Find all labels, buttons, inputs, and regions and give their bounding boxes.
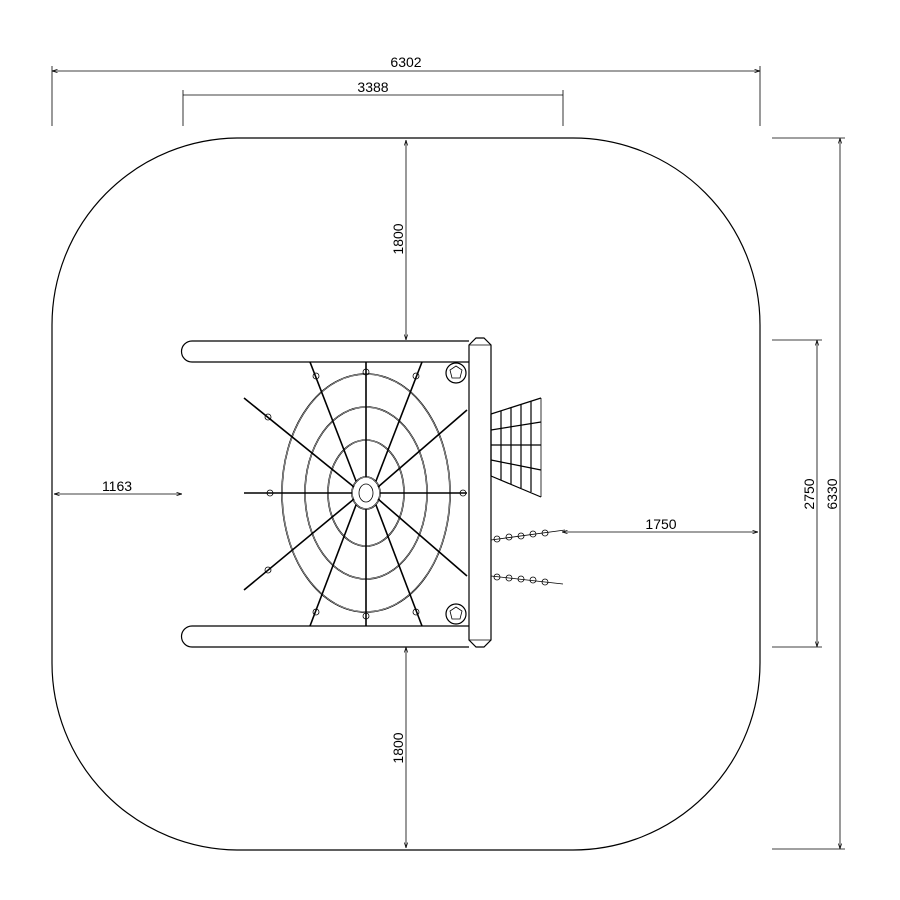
dimension-overall-width: 6302 (51, 54, 761, 126)
dimension-bottom-clearance-label: 1800 (390, 732, 406, 763)
net-anchor-knots (264, 368, 467, 620)
chain-upper (490, 529, 566, 543)
dimension-right-clearance-label: 1750 (645, 516, 676, 532)
climbing-net (490, 397, 542, 498)
dimension-overall-width-label: 6302 (390, 54, 421, 70)
bottom-rail (180, 625, 469, 648)
dimension-top-clearance: 1800 (390, 140, 406, 340)
bottom-post-bolt-icon (445, 603, 467, 625)
dimension-bottom-clearance: 1800 (390, 647, 406, 848)
dimension-structure-depth: 2750 (772, 339, 822, 648)
net-spokes (243, 361, 468, 627)
dimension-structure-depth-label: 2750 (801, 478, 817, 509)
dimension-overall-depth-label: 6330 (824, 478, 840, 509)
spider-web-net (243, 361, 468, 627)
dimension-left-clearance-label: 1163 (102, 478, 132, 494)
dimension-inner-width-label: 3388 (357, 79, 388, 95)
right-beam (468, 337, 492, 648)
dimension-inner-width: 3388 (182, 79, 564, 126)
dimension-left-clearance: 1163 (54, 478, 182, 494)
frame-structure (180, 337, 492, 648)
chain-lower (490, 573, 564, 586)
top-post-bolt-icon (445, 362, 467, 384)
dimension-right-clearance: 1750 (562, 516, 758, 532)
dimension-top-clearance-label: 1800 (390, 223, 406, 254)
dimension-overall-depth: 6330 (772, 137, 845, 850)
safety-zone-outline (51, 137, 761, 851)
top-rail (180, 340, 469, 363)
